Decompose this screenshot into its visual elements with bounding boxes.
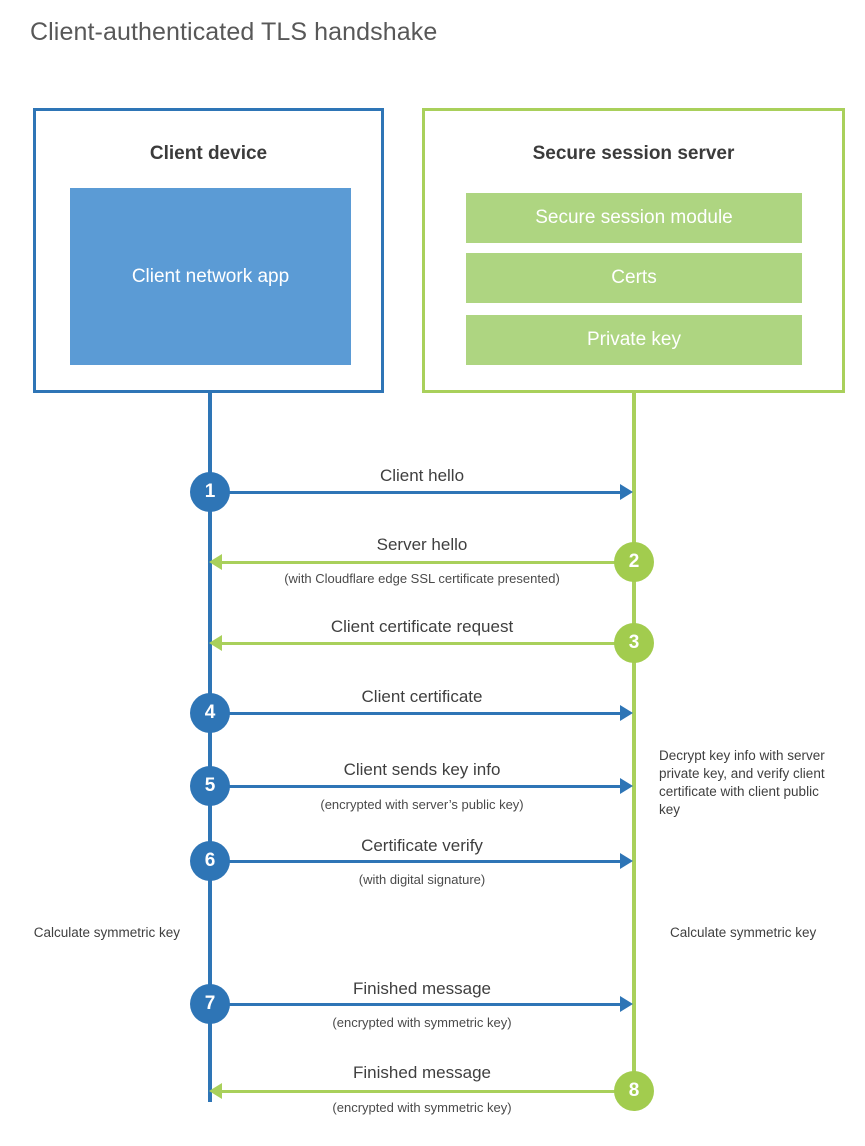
message-7-arrow-line: [210, 1003, 622, 1006]
server-lifeline: [632, 391, 636, 1092]
message-2-arrow-line: [222, 561, 634, 564]
message-2-label: Server hello: [376, 535, 468, 554]
note-server-decrypt: Decrypt key info with server private key…: [659, 748, 825, 817]
message-3-arrow-head-left-icon: [209, 635, 222, 651]
client-device-title: Client device: [149, 143, 268, 164]
message-1-arrow-line: [210, 491, 622, 494]
client-device-box: Client device Client network app: [33, 108, 384, 393]
step-badge-5: 5: [190, 766, 230, 806]
message-3-label: Client certificate request: [330, 617, 514, 636]
message-5-label: Client sends key info: [343, 760, 501, 779]
client-network-app-block: Client network app: [70, 188, 351, 365]
message-8-label: Finished message: [353, 1063, 491, 1082]
message-8-arrow-line: [222, 1090, 634, 1093]
message-4-arrow-line: [210, 712, 622, 715]
message-1-label: Client hello: [379, 466, 465, 485]
server-block-certs: Certs: [466, 253, 802, 303]
message-3-arrow-line: [222, 642, 634, 645]
message-6-sublabel: (with digital signature): [358, 872, 486, 887]
step-badge-2: 2: [614, 542, 654, 582]
step-badge-7: 7: [190, 984, 230, 1024]
message-8-arrow-head-left-icon: [209, 1083, 222, 1099]
message-8-sublabel: (encrypted with symmetric key): [332, 1100, 512, 1115]
message-6-arrow-line: [210, 860, 622, 863]
message-5-arrow-head-right-icon: [620, 778, 633, 794]
message-5-arrow-line: [210, 785, 622, 788]
step-badge-1: 1: [190, 472, 230, 512]
page-title: Client-authenticated TLS handshake: [30, 18, 438, 46]
secure-session-server-title: Secure session server: [532, 143, 735, 164]
message-6-label: Certificate verify: [361, 836, 483, 855]
secure-session-server-box: Secure session server Secure session mod…: [422, 108, 845, 393]
message-5-sublabel: (encrypted with server’s public key): [320, 797, 524, 812]
message-7-label: Finished message: [353, 979, 491, 998]
message-2-sublabel: (with Cloudflare edge SSL certificate pr…: [284, 571, 560, 586]
server-block-private-key: Private key: [466, 315, 802, 365]
client-lifeline: [208, 391, 212, 1102]
step-badge-6: 6: [190, 841, 230, 881]
note-server-calculate-symmetric-key: Calculate symmetric key: [670, 925, 817, 940]
message-4-label: Client certificate: [361, 687, 483, 706]
message-7-sublabel: (encrypted with symmetric key): [332, 1015, 512, 1030]
message-4-arrow-head-right-icon: [620, 705, 633, 721]
message-6-arrow-head-right-icon: [620, 853, 633, 869]
server-block-secure-session-module: Secure session module: [466, 193, 802, 243]
step-badge-8: 8: [614, 1071, 654, 1111]
message-7-arrow-head-right-icon: [620, 996, 633, 1012]
message-2-arrow-head-left-icon: [209, 554, 222, 570]
step-badge-4: 4: [190, 693, 230, 733]
step-badge-3: 3: [614, 623, 654, 663]
message-1-arrow-head-right-icon: [620, 484, 633, 500]
note-client-calculate-symmetric-key: Calculate symmetric key: [33, 925, 180, 940]
